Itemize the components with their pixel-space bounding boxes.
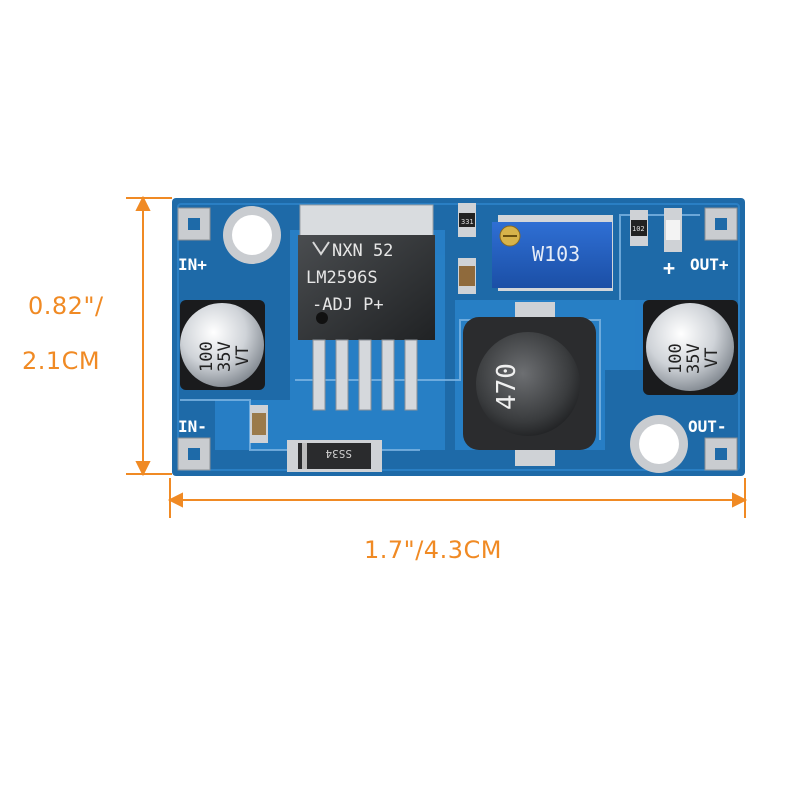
potentiometer: W103 xyxy=(492,215,613,291)
label-out-plus: OUT+ xyxy=(690,255,729,274)
svg-text:100: 100 xyxy=(666,343,686,374)
label-in-minus: IN- xyxy=(178,417,207,436)
label-in-plus: IN+ xyxy=(178,255,207,274)
svg-text:VT: VT xyxy=(233,346,253,366)
height-inch-label: 0.82"/ xyxy=(28,292,104,320)
label-plus-sign: + xyxy=(663,256,675,280)
diode-ss34: SS34 xyxy=(287,440,382,472)
svg-text:W103: W103 xyxy=(532,242,580,266)
width-dimension-line xyxy=(167,478,748,518)
resistor-331: 331 xyxy=(458,203,476,237)
svg-text:-ADJ P+: -ADJ P+ xyxy=(312,295,384,315)
led-indicator xyxy=(664,208,682,252)
height-dimension-line xyxy=(126,195,172,477)
smd-capacitor xyxy=(458,258,476,294)
svg-text:102: 102 xyxy=(632,225,645,233)
height-cm-label: 2.1CM xyxy=(22,347,101,375)
inductor: 470 xyxy=(463,302,596,466)
width-label: 1.7"/4.3CM xyxy=(364,536,502,564)
svg-text:LM2596S: LM2596S xyxy=(306,268,378,288)
svg-text:331: 331 xyxy=(461,218,474,226)
svg-text:VT: VT xyxy=(702,348,722,368)
svg-text:SS34: SS34 xyxy=(325,447,352,460)
mounting-holes xyxy=(223,206,688,473)
svg-text:35V: 35V xyxy=(684,343,704,374)
svg-text:35V: 35V xyxy=(215,341,235,372)
resistor-left xyxy=(250,405,268,443)
regulator-ic: NXN 52 LM2596S -ADJ P+ xyxy=(298,204,435,411)
corner-pads xyxy=(177,207,738,471)
output-capacitor: 100 35V VT xyxy=(643,300,738,395)
svg-text:NXN 52: NXN 52 xyxy=(332,241,393,261)
label-out-minus: OUT- xyxy=(688,417,727,436)
svg-text:100: 100 xyxy=(197,341,217,372)
svg-text:470: 470 xyxy=(492,363,522,410)
resistor-102: 102 xyxy=(630,210,648,246)
input-capacitor: 100 35V VT xyxy=(180,300,265,390)
